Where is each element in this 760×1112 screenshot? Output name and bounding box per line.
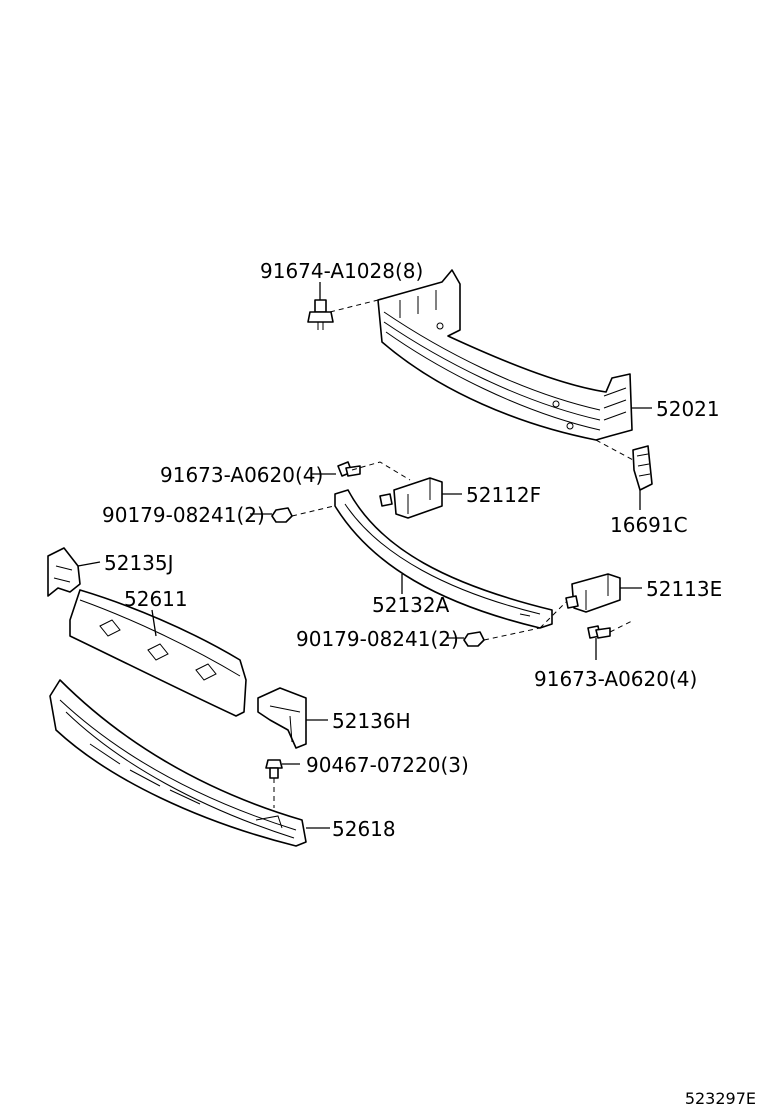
- clip-part: [265, 759, 283, 779]
- nut-right-part: [463, 631, 485, 647]
- label-absorber: 52611: [124, 587, 188, 611]
- label-bolt-top: 91674-A1028(8): [260, 259, 423, 283]
- footer-code: 523297E: [685, 1089, 756, 1108]
- label-bolt-left: 91673-A0620(4): [160, 463, 323, 487]
- bracket-left-part: [379, 477, 443, 519]
- label-bracket-right: 52113E: [646, 577, 722, 601]
- label-reinforcement: 52021: [656, 397, 720, 421]
- label-clip: 90467-07220(3): [306, 753, 469, 777]
- bolt-top-part: [307, 299, 334, 330]
- lower-cover-part: [49, 679, 307, 847]
- bumper-reinforcement-part: [377, 269, 633, 441]
- energy-absorber-part: [69, 589, 247, 717]
- label-nut-left: 90179-08241(2): [102, 503, 265, 527]
- label-bracket-left: 52112F: [466, 483, 541, 507]
- bolt-right-part: [587, 625, 611, 639]
- label-spacer: 16691C: [610, 513, 688, 537]
- label-support-left: 52135J: [104, 551, 174, 575]
- label-nut-right: 90179-08241(2): [296, 627, 459, 651]
- label-arm: 52132A: [372, 593, 450, 617]
- bumper-arm-part: [334, 489, 553, 629]
- label-lower-cover: 52618: [332, 817, 396, 841]
- label-support-right: 52136H: [332, 709, 411, 733]
- support-right-part: [257, 687, 307, 749]
- support-left-part: [47, 547, 81, 597]
- label-bolt-right: 91673-A0620(4): [534, 667, 697, 691]
- spacer-part: [632, 445, 653, 491]
- bracket-right-part: [565, 573, 621, 613]
- nut-left-part: [271, 507, 293, 523]
